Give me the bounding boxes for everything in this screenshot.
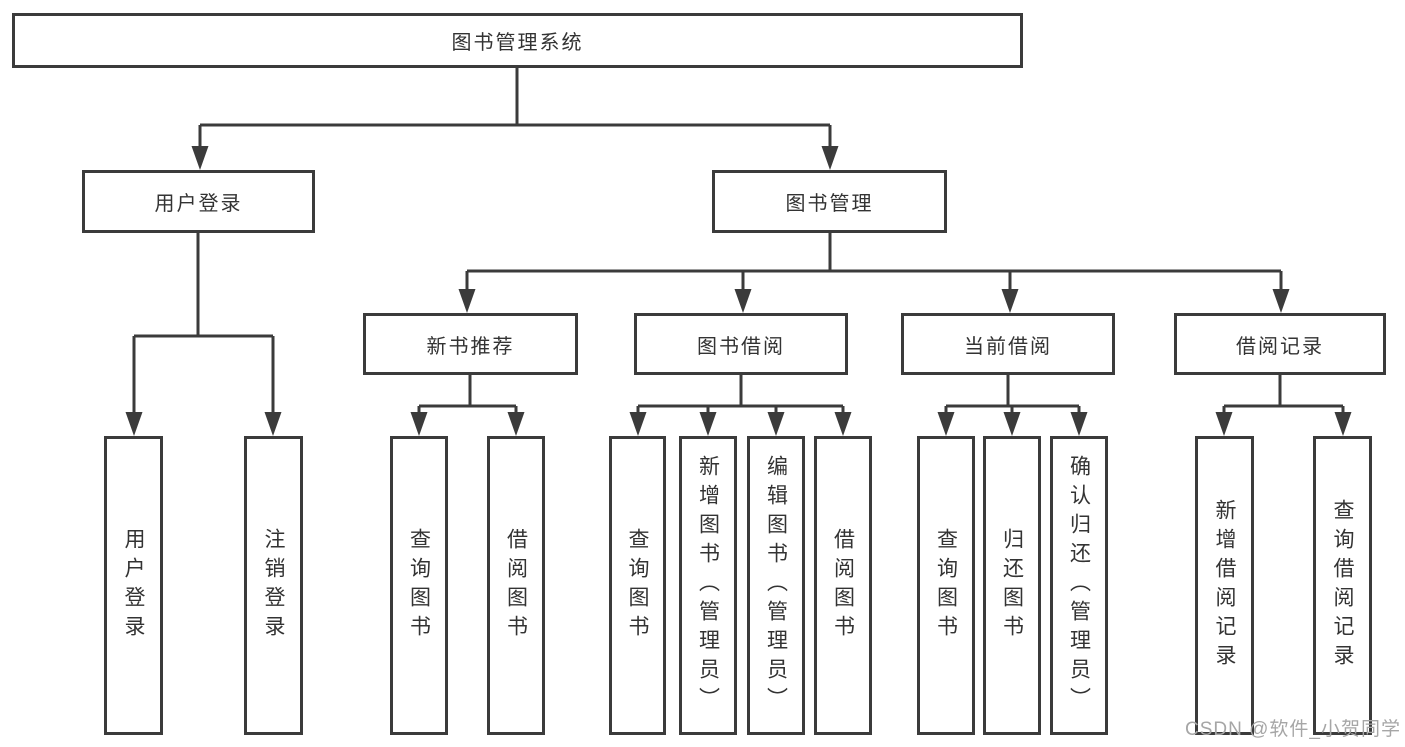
leaf-recommend-query-book-label: 查询图书: [407, 527, 431, 644]
node-book-management-label: 图书管理: [785, 193, 874, 215]
leaf-add-borrow-record: 新增借阅记录: [1195, 436, 1254, 735]
node-current-borrow: 当前借阅: [901, 313, 1115, 375]
leaf-current-query-book-label: 查询图书: [934, 527, 958, 644]
leaf-edit-book-admin-label: 编辑图书（管理员）: [764, 455, 788, 716]
leaf-recommend-borrow-book-label: 借阅图书: [504, 527, 528, 644]
csdn-watermark: CSDN @软件_小贺同学: [1185, 719, 1401, 740]
leaf-query-borrow-record-label: 查询借阅记录: [1331, 498, 1354, 673]
node-current-borrow-label: 当前借阅: [964, 335, 1052, 358]
leaf-add-book-admin: 新增图书（管理员）: [679, 436, 737, 735]
leaf-confirm-return-admin-label: 确认归还（管理员）: [1067, 455, 1091, 716]
node-book-management: 图书管理: [712, 170, 947, 233]
leaf-confirm-return-admin: 确认归还（管理员）: [1050, 436, 1108, 735]
node-new-book-recommend: 新书推荐: [363, 313, 578, 375]
node-user-login: 用户登录: [82, 170, 315, 233]
leaf-add-book-admin-label: 新增图书（管理员）: [696, 455, 720, 716]
node-user-login-label: 用户登录: [154, 193, 243, 215]
node-borrow-record-label: 借阅记录: [1236, 335, 1324, 358]
leaf-add-borrow-record-label: 新增借阅记录: [1213, 498, 1236, 673]
node-new-book-recommend-label: 新书推荐: [426, 335, 515, 358]
leaf-current-query-book: 查询图书: [917, 436, 975, 735]
leaf-user-login: 用户登录: [104, 436, 163, 735]
node-book-borrow-label: 图书借阅: [697, 335, 785, 358]
node-root-label: 图书管理系统: [451, 32, 584, 54]
leaf-borrow-book-label: 借阅图书: [831, 527, 855, 644]
leaf-recommend-query-book: 查询图书: [390, 436, 448, 735]
leaf-logout-login: 注销登录: [244, 436, 303, 735]
leaf-query-borrow-record: 查询借阅记录: [1313, 436, 1372, 735]
leaf-borrow-query-book: 查询图书: [609, 436, 666, 735]
leaf-edit-book-admin: 编辑图书（管理员）: [747, 436, 805, 735]
node-root: 图书管理系统: [12, 13, 1023, 68]
leaf-user-login-label: 用户登录: [122, 527, 145, 644]
leaf-borrow-query-book-label: 查询图书: [626, 527, 649, 644]
node-book-borrow: 图书借阅: [634, 313, 848, 375]
leaf-return-book: 归还图书: [983, 436, 1041, 735]
leaf-logout-login-label: 注销登录: [262, 527, 285, 644]
leaf-borrow-book: 借阅图书: [814, 436, 872, 735]
node-borrow-record: 借阅记录: [1174, 313, 1386, 375]
leaf-return-book-label: 归还图书: [1000, 527, 1024, 644]
leaf-recommend-borrow-book: 借阅图书: [487, 436, 545, 735]
arrowheads: [125, 146, 1352, 436]
